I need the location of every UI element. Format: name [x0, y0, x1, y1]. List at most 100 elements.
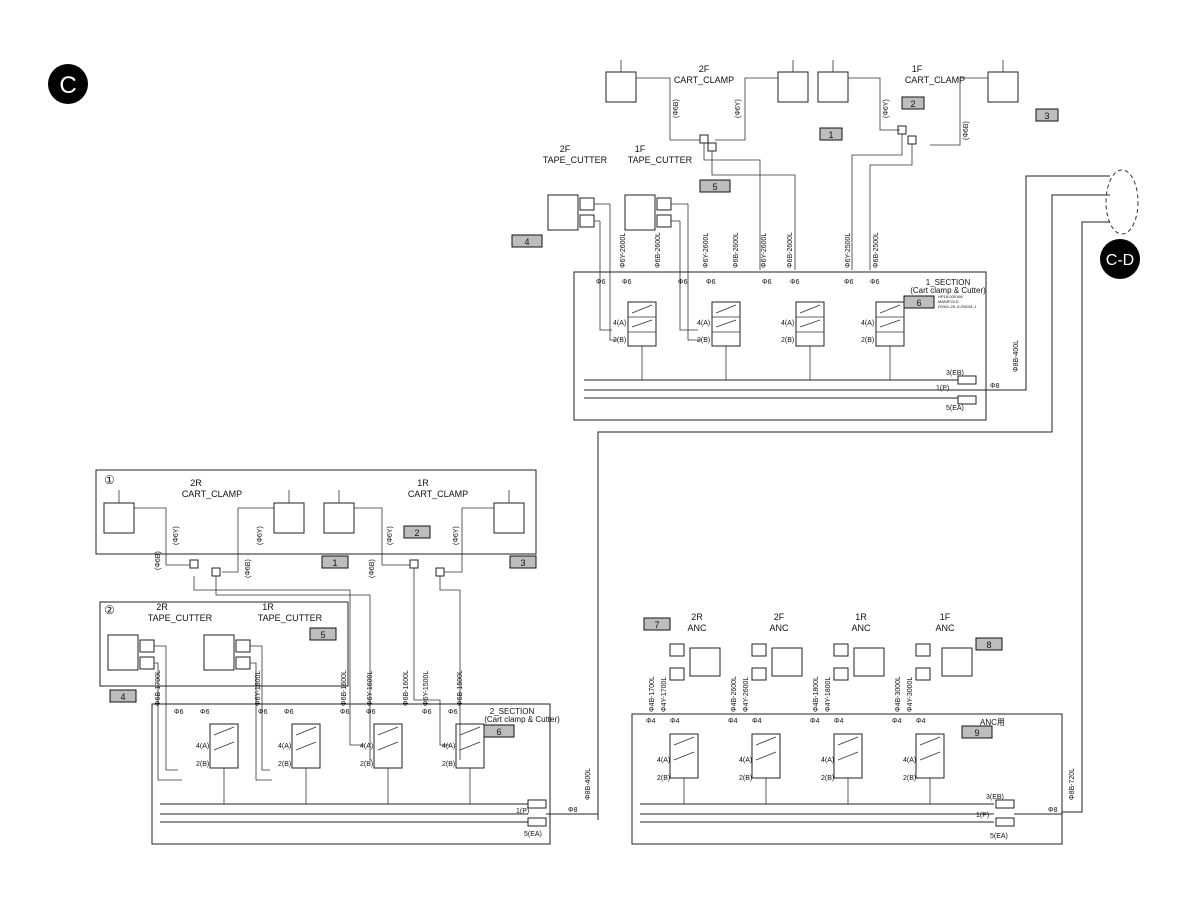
svg-text:2(B): 2(B)	[781, 337, 794, 344]
svg-text:Φ6Y-2500L: Φ6Y-2500L	[845, 233, 852, 268]
svg-text:Φ6: Φ6	[422, 709, 432, 716]
svg-text:(Φ6B): (Φ6B)	[369, 559, 376, 578]
svg-text:9: 9	[974, 728, 979, 738]
svg-text:Φ4Y-2600L: Φ4Y-2600L	[743, 677, 750, 712]
cutter-1f	[624, 194, 656, 231]
svg-text:Φ4: Φ4	[646, 718, 656, 725]
tag-1	[819, 127, 843, 141]
svg-text:Φ6: Φ6	[762, 279, 772, 286]
svg-text:Φ6: Φ6	[844, 279, 854, 286]
svg-text:3(EB): 3(EB)	[946, 370, 964, 377]
svg-text:Φ8B-400L: Φ8B-400L	[585, 768, 592, 800]
svg-text:2: 2	[414, 528, 419, 538]
svg-text:1(P): 1(P)	[516, 808, 529, 815]
svg-text:1F: 1F	[940, 612, 951, 622]
svg-text:2R: 2R	[691, 612, 703, 622]
svg-text:Φ6: Φ6	[340, 709, 350, 716]
svg-text:Φ4B-3000L: Φ4B-3000L	[895, 676, 902, 712]
svg-text:ANC用: ANC用	[980, 718, 1005, 727]
svg-text:Φ4: Φ4	[892, 718, 902, 725]
svg-text:4(A): 4(A)	[278, 743, 291, 750]
svg-text:Φ4B-2600L: Φ4B-2600L	[731, 676, 738, 712]
svg-text:Φ4Y-1800L: Φ4Y-1800L	[825, 677, 832, 712]
tag-3	[1035, 108, 1059, 122]
svg-text:Φ8B-720L: Φ8B-720L	[1069, 768, 1076, 800]
svg-text:Φ6Y-1600L: Φ6Y-1600L	[367, 671, 374, 706]
svg-text:ANC: ANC	[687, 623, 707, 633]
svg-text:Φ6: Φ6	[790, 279, 800, 286]
svg-text:2(B): 2(B)	[442, 761, 455, 768]
anc-section: 7 8 2R ANC 2F ANC 1R ANC 1F ANC ANC用 9 Φ…	[631, 612, 1076, 845]
svg-text:Φ8: Φ8	[990, 383, 1000, 390]
svg-text:6: 6	[496, 727, 501, 737]
svg-text:1R: 1R	[417, 478, 429, 488]
svg-text:Φ6B-1700L: Φ6B-1700L	[155, 670, 162, 706]
svg-text:(Φ6B): (Φ6B)	[673, 99, 680, 118]
svg-text:Φ4: Φ4	[670, 718, 680, 725]
svg-text:5: 5	[320, 630, 325, 640]
svg-text:4(A): 4(A)	[360, 743, 373, 750]
svg-text:2(B): 2(B)	[360, 761, 373, 768]
svg-text:Φ6: Φ6	[284, 709, 294, 716]
svg-text:Φ6Y-2600L: Φ6Y-2600L	[703, 233, 710, 268]
svg-text:2(B): 2(B)	[657, 775, 670, 782]
svg-text:4(A): 4(A)	[821, 757, 834, 764]
svg-text:5(EA): 5(EA)	[990, 833, 1008, 840]
svg-text:ANC: ANC	[769, 623, 789, 633]
svg-text:2(B): 2(B)	[278, 761, 291, 768]
svg-text:1R: 1R	[855, 612, 867, 622]
svg-text:1: 1	[828, 130, 833, 140]
svg-text:3(EB): 3(EB)	[986, 794, 1004, 801]
svg-text:2R: 2R	[156, 602, 168, 612]
svg-text:ANC: ANC	[851, 623, 871, 633]
svg-text:HP16-000166: HP16-000166	[938, 294, 963, 299]
svg-text:2: 2	[910, 99, 915, 109]
svg-text:1(P): 1(P)	[976, 812, 989, 819]
svg-text:Φ6: Φ6	[870, 279, 880, 286]
svg-text:(Φ6B): (Φ6B)	[245, 559, 252, 578]
cylinder-2f-left	[605, 71, 637, 103]
svg-text:ANC: ANC	[935, 623, 955, 633]
cylinder-1f-right	[987, 71, 1019, 103]
clamp-2f-label-2: CART_CLAMP	[674, 75, 734, 85]
svg-text:4(A): 4(A)	[613, 320, 626, 327]
svg-text:2R: 2R	[190, 478, 202, 488]
svg-text:②: ②	[104, 603, 115, 617]
svg-text:(Φ6Y): (Φ6Y)	[387, 526, 394, 545]
svg-text:2(B): 2(B)	[861, 337, 874, 344]
svg-text:5: 5	[712, 182, 717, 192]
anc-units	[669, 643, 973, 681]
svg-text:4: 4	[120, 692, 125, 702]
svg-text:(Φ6Y): (Φ6Y)	[257, 526, 264, 545]
svg-text:2_SECTION: 2_SECTION	[490, 707, 535, 716]
section-1: 2F CART_CLAMP 1F CART_CLAMP (Φ6B) (Φ6Y) …	[511, 60, 1139, 820]
svg-text:Φ6: Φ6	[258, 709, 268, 716]
svg-text:(Cart clamp & Cutter): (Cart clamp & Cutter)	[484, 715, 560, 724]
svg-text:2(B): 2(B)	[196, 761, 209, 768]
cutter-group-box	[99, 601, 349, 687]
svg-text:Φ4: Φ4	[728, 718, 738, 725]
svg-text:Φ6B-1600L: Φ6B-1600L	[341, 670, 348, 706]
svg-text:4(A): 4(A)	[739, 757, 752, 764]
svg-text:1: 1	[332, 558, 337, 568]
tag-4	[511, 234, 543, 248]
svg-text:Φ4: Φ4	[916, 718, 926, 725]
svg-text:1R: 1R	[262, 602, 274, 612]
svg-text:4(A): 4(A)	[903, 757, 916, 764]
svg-text:Φ6Y-2600L: Φ6Y-2600L	[620, 233, 627, 268]
svg-text:Φ6B-2500L: Φ6B-2500L	[873, 232, 880, 268]
anc-box	[631, 713, 1063, 845]
svg-text:Φ6B-2600L: Φ6B-2600L	[733, 232, 740, 268]
svg-text:Φ6Y-2600L: Φ6Y-2600L	[761, 233, 768, 268]
svg-text:Φ4B-1800L: Φ4B-1800L	[813, 676, 820, 712]
svg-text:Φ4: Φ4	[752, 718, 762, 725]
svg-text:Φ8: Φ8	[1048, 807, 1058, 814]
svg-text:Φ6: Φ6	[622, 279, 632, 286]
svg-text:Φ8B-400L: Φ8B-400L	[1013, 340, 1020, 372]
tag-2	[901, 96, 925, 110]
svg-text:Φ6: Φ6	[200, 709, 210, 716]
svg-text:Φ4Y-3000L: Φ4Y-3000L	[907, 677, 914, 712]
svg-text:Φ6Y-1800L: Φ6Y-1800L	[255, 671, 262, 706]
svg-text:Φ6: Φ6	[596, 279, 606, 286]
svg-text:CART_CLAMP: CART_CLAMP	[182, 489, 242, 499]
